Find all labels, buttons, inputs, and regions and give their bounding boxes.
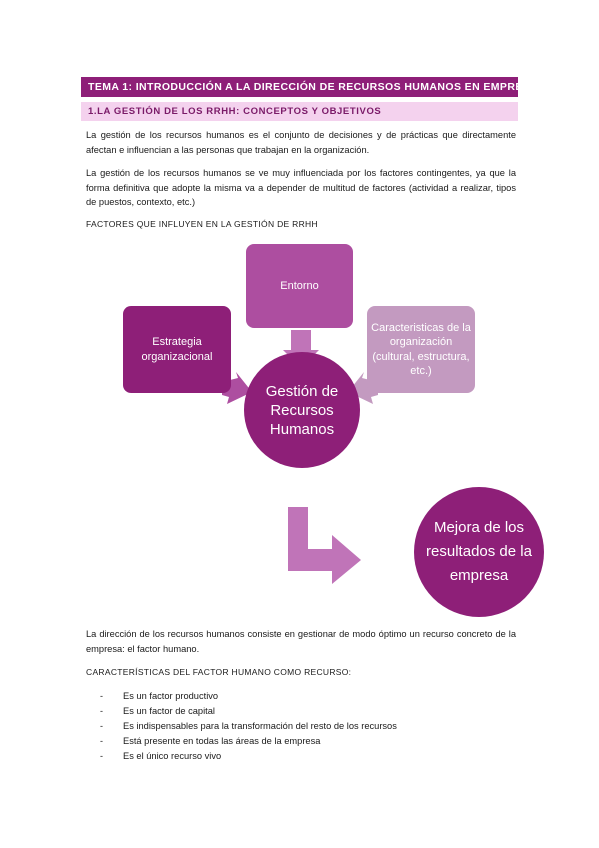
bullet-dash: - — [100, 721, 103, 731]
list-item: -Está presente en todas las áreas de la … — [100, 734, 397, 749]
bullet-dash: - — [100, 751, 103, 761]
list-item: -Es un factor productivo — [100, 689, 397, 704]
caracteristicas-box: Caracteristicas de la organización (cult… — [367, 306, 475, 393]
document-title: TEMA 1: INTRODUCCIÓN A LA DIRECCIÓN DE R… — [81, 77, 538, 97]
characteristics-heading: CARACTERÍSTICAS DEL FACTOR HUMANO COMO R… — [86, 667, 352, 677]
bullet-dash: - — [100, 706, 103, 716]
paragraph-contingent-factors: La gestión de los recursos humanos se ve… — [86, 168, 516, 207]
paragraph-definition: La gestión de los recursos humanos es el… — [86, 130, 516, 155]
paragraph-direction: La dirección de los recursos humanos con… — [86, 629, 516, 654]
characteristics-list: -Es un factor productivo -Es un factor d… — [100, 689, 397, 764]
arrow-caracteristicas-left — [348, 372, 378, 404]
arrow-estrategia-right — [222, 372, 252, 404]
list-item: -Es un factor de capital — [100, 704, 397, 719]
gestion-rrhh-circle: Gestión de Recursos Humanos — [244, 352, 360, 468]
bullet-dash: - — [100, 736, 103, 746]
entorno-box: Entorno — [246, 244, 353, 328]
factors-heading: FACTORES QUE INFLUYEN EN LA GESTIÓN DE R… — [86, 219, 318, 229]
list-item: -Es indispensables para la transformació… — [100, 719, 397, 734]
list-item: -Es el único recurso vivo — [100, 749, 397, 764]
arrow-to-mejora — [288, 507, 361, 584]
estrategia-box: Estrategia organizacional — [123, 306, 231, 393]
bullet-dash: - — [100, 691, 103, 701]
mejora-resultados-circle: Mejora de los resultados de la empresa — [414, 487, 544, 617]
section-title: 1.LA GESTIÓN DE LOS RRHH: CONCEPTOS Y OB… — [81, 102, 518, 121]
